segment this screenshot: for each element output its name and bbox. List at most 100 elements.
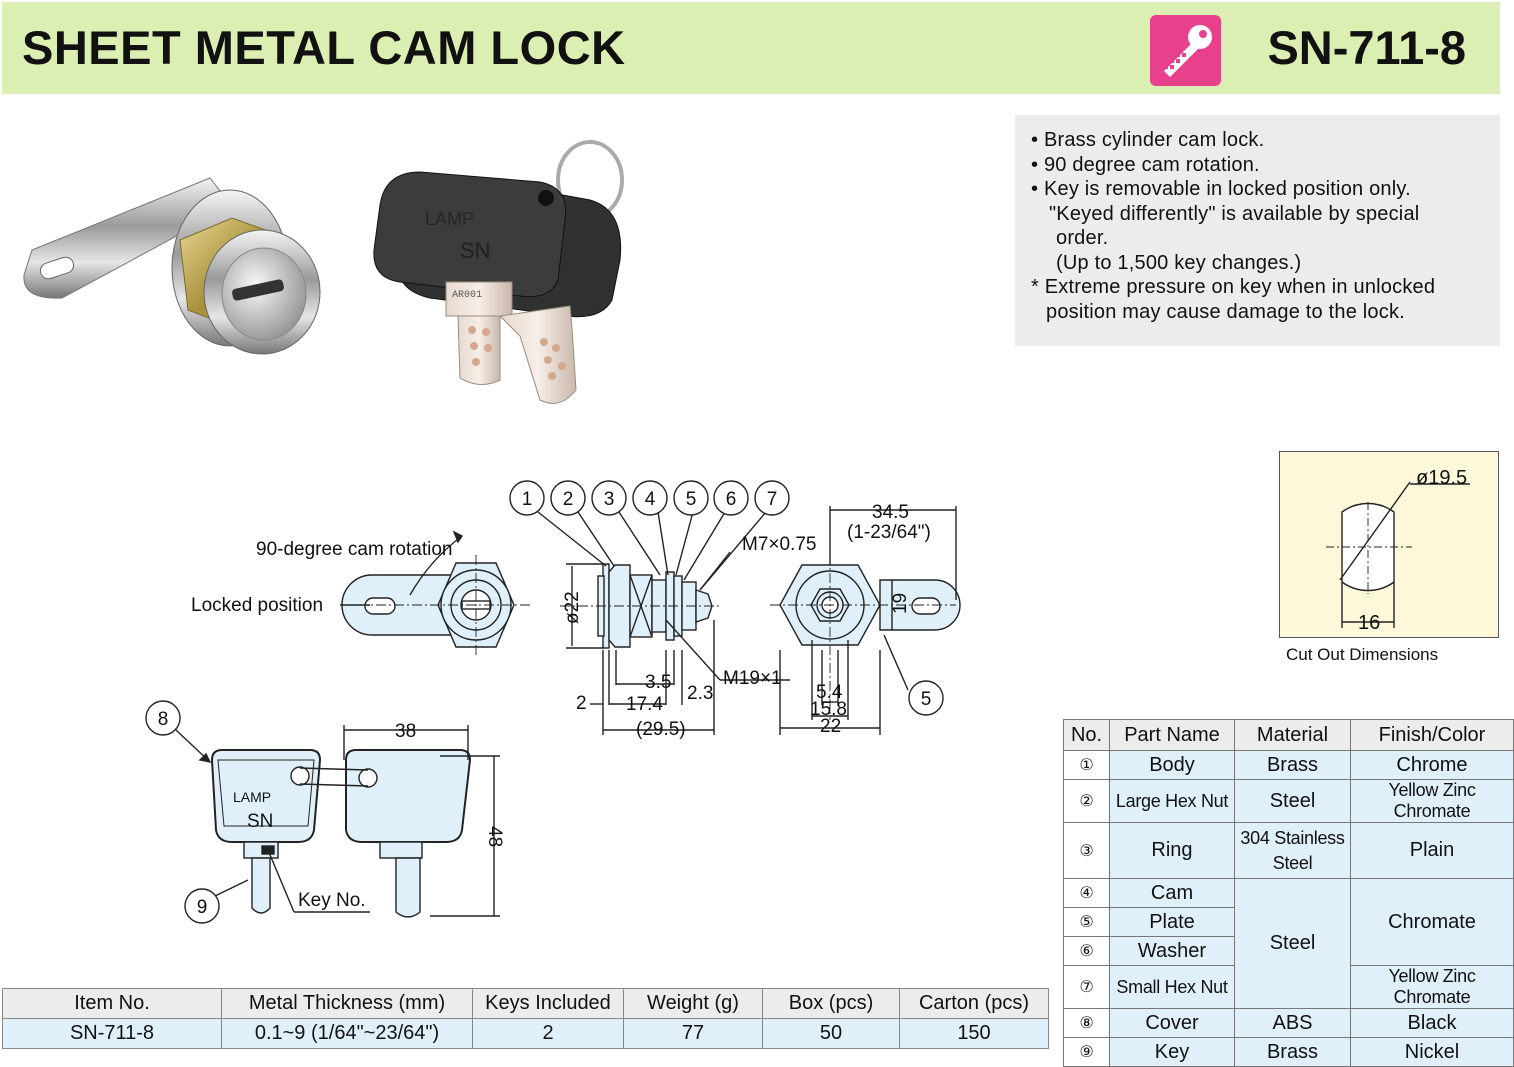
dim-17-4: 17.4 <box>626 694 663 715</box>
feature-line: (Up to 1,500 key changes.) <box>1056 251 1302 274</box>
part-no: ⑦ <box>1063 965 1110 1009</box>
part-name: Washer <box>1109 936 1235 966</box>
callout-5: 5 <box>686 489 697 510</box>
col-material: Material <box>1234 719 1351 751</box>
spec-keys-included: 2 <box>472 1018 624 1049</box>
thread-large-label: M19×1 <box>723 668 782 689</box>
technical-drawing: 90-degree cam rotation Locked position M… <box>145 480 961 924</box>
col-carton: Carton (pcs) <box>899 988 1049 1019</box>
feature-line: • Brass cylinder cam lock. <box>1031 129 1265 151</box>
part-finish: Nickel <box>1350 1037 1514 1067</box>
part-finish: Black <box>1350 1008 1514 1038</box>
key-logo-text: LAMP <box>233 789 271 805</box>
feature-line: • Key is removable in locked position on… <box>1031 178 1411 200</box>
col-item-no: Item No. <box>2 988 222 1019</box>
part-material: Brass <box>1234 1037 1351 1067</box>
dim-5-4: 5.4 <box>816 682 843 703</box>
col-weight: Weight (g) <box>623 988 763 1019</box>
callout-4: 4 <box>645 489 656 510</box>
spec-item-no: SN-711-8 <box>2 1018 222 1049</box>
part-name: Ring <box>1109 822 1235 879</box>
table-row: ④ Cam Steel Chromate <box>1063 878 1514 1009</box>
parts-table: No. Part Name Material Finish/Color ① Bo… <box>1063 719 1514 1067</box>
table-row: ⑦ Small Hex Nut Yellow Zinc Chromate <box>1063 965 1514 1009</box>
col-box: Box (pcs) <box>762 988 900 1019</box>
features-box: • Brass cylinder cam lock. • 90 degree c… <box>1015 115 1500 346</box>
part-material: ABS <box>1234 1008 1351 1038</box>
part-name: Small Hex Nut <box>1109 965 1235 1009</box>
table-row: ② Large Hex Nut Steel Yellow Zinc Chroma… <box>1063 779 1514 823</box>
feature-line: order. <box>1056 227 1109 249</box>
feature-line: position may cause damage to the lock. <box>1046 300 1405 323</box>
model-number: SN-711-8 <box>1267 21 1466 74</box>
callout-5-back: 5 <box>921 689 932 710</box>
callout-7: 7 <box>767 489 778 510</box>
thread-small-label: M7×0.75 <box>742 534 816 555</box>
callout-1: 1 <box>522 489 533 510</box>
cam-rotation-label: 90-degree cam rotation <box>256 539 452 560</box>
keys-photo: LAMP SN AR001 <box>373 140 624 404</box>
part-material: Brass <box>1234 750 1351 780</box>
part-name: Cam <box>1109 878 1235 908</box>
header-bar: SHEET METAL CAM LOCK SN-711-8 <box>2 2 1500 94</box>
feature-line: * Extreme pressure on key when in unlock… <box>1031 276 1436 298</box>
part-no: ② <box>1063 779 1110 823</box>
dim-2: 2 <box>576 693 587 714</box>
part-name: Cover <box>1109 1008 1235 1038</box>
cutout-caption: Cut Out Dimensions <box>1286 645 1439 664</box>
dim-38: 38 <box>395 721 416 742</box>
part-no: ⑥ <box>1063 936 1110 966</box>
dim-22: 22 <box>820 716 841 737</box>
col-finish: Finish/Color <box>1350 719 1514 751</box>
table-row: ⑥ Washer <box>1063 936 1514 966</box>
spec-weight: 77 <box>623 1018 763 1049</box>
part-name: Body <box>1109 750 1235 780</box>
cutout-dia-label: ø19.5 <box>1416 467 1467 489</box>
part-no: ③ <box>1063 822 1110 879</box>
dim-48: 48 <box>484 826 505 847</box>
spec-carton: 150 <box>899 1018 1049 1049</box>
part-no: ④ <box>1063 878 1110 908</box>
table-row: ① Body Brass Chrome <box>1063 750 1514 780</box>
key-no-label: Key No. <box>298 890 366 911</box>
part-finish: Chrome <box>1350 750 1514 780</box>
key-logo-text: LAMP <box>425 209 474 229</box>
col-metal-thickness: Metal Thickness (mm) <box>221 988 473 1019</box>
cam-lock-photo <box>23 177 321 355</box>
page-title: SHEET METAL CAM LOCK <box>22 21 626 74</box>
spec-table: Item No. Metal Thickness (mm) Keys Inclu… <box>2 988 1049 1049</box>
callout-3: 3 <box>604 489 615 510</box>
dim-34-5: 34.5 <box>872 502 909 523</box>
locked-position-label: Locked position <box>191 595 323 616</box>
part-no: ① <box>1063 750 1110 780</box>
table-row: SN-711-8 0.1~9 (1/64"~23/64") 2 77 50 15… <box>2 1018 1049 1049</box>
callout-6: 6 <box>726 489 737 510</box>
dim-3-5: 3.5 <box>645 672 671 693</box>
feature-line: • 90 degree cam rotation. <box>1031 153 1260 176</box>
dim-dia-22: ø22 <box>562 591 583 624</box>
cutout-diagram: ø19.5 16 <box>1279 451 1499 638</box>
dim-29-5: (29.5) <box>636 719 686 740</box>
part-name: Key <box>1109 1037 1235 1067</box>
spec-metal-thickness: 0.1~9 (1/64"~23/64") <box>221 1018 473 1049</box>
part-finish: Chromate <box>1350 878 1514 966</box>
feature-line: "Keyed differently" is available by spec… <box>1049 202 1420 225</box>
key-code-text: AR001 <box>452 290 482 301</box>
table-row: ⑧ Cover ABS Black <box>1063 1008 1514 1038</box>
key-brand-text: SN <box>247 811 273 832</box>
col-keys-included: Keys Included <box>472 988 624 1019</box>
key-brand-text: SN <box>460 238 491 263</box>
col-no: No. <box>1063 719 1110 751</box>
col-part-name: Part Name <box>1109 719 1235 751</box>
table-row: ⑨ Key Brass Nickel <box>1063 1037 1514 1067</box>
part-finish: Yellow Zinc Chromate <box>1350 965 1514 1009</box>
product-photo: LAMP SN AR001 <box>23 140 624 404</box>
part-no: ⑧ <box>1063 1008 1110 1038</box>
table-row: ⑤ Plate <box>1063 907 1514 937</box>
material-line: Steel <box>1272 852 1313 873</box>
dim-2-3: 2.3 <box>687 683 713 704</box>
part-material: Steel <box>1234 779 1351 823</box>
material-line: 304 Stainless <box>1240 827 1345 848</box>
